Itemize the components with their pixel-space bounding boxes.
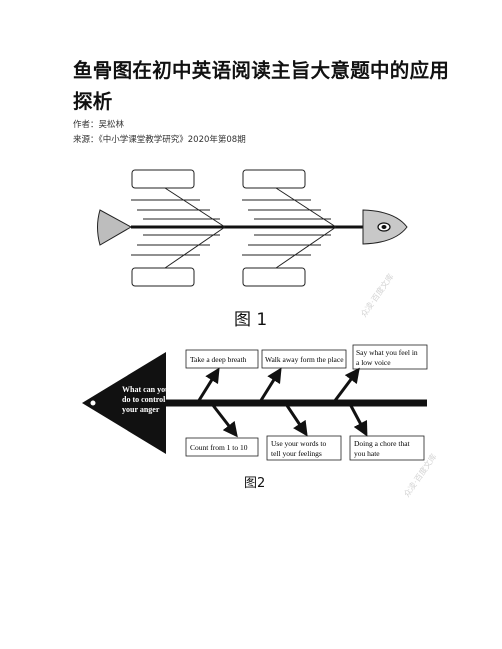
fish2-bottom-box-1-text: Count from 1 to 10 [190,443,248,452]
fish2-head-line-3: your anger [122,405,160,414]
fish2-head-line-1: What can you [122,385,170,394]
fish2-bottom-box-3-line-1: Doing a chore that [354,439,411,448]
figure-2-caption: 图2 [244,476,266,491]
figure-1-caption: 图 1 [234,310,268,330]
fish1-bottom-box-2 [242,267,306,287]
fish2-eye [90,400,96,406]
fish2-bone-bottom-3 [348,403,368,437]
fish2-top-box-3-line-2: a low voice [356,358,391,367]
fish2-bone-bottom-1 [210,403,238,438]
fishbone-diagram-1 [97,169,408,287]
fish2-head [82,352,166,454]
fish2-bottom-box-1 [185,437,259,457]
fish2-bottom-box-3-line-2: you hate [354,449,380,458]
fish1-bottom-box-1 [131,267,195,287]
fish2-bottom-box-2-line-1: Use your words to [271,439,326,448]
fish2-top-box-1-text: Take a deep breath [190,355,247,364]
fish2-bone-top-1 [196,367,220,403]
article-title: 鱼骨图在初中英语阅读主旨大意题中的应用探析 [73,59,450,113]
article-source: 来源：《中小学课堂教学研究》2020年第08期 [73,135,246,145]
fish2-head-line-2: do to control [122,395,166,404]
fish2-top-box-3-line-1: Say what you feel in [356,348,418,357]
fish2-top-box-1 [185,349,259,369]
fish2-top-box-2-text: Walk away form the place [265,355,344,364]
fish2-bottom-box-3 [349,435,425,461]
fish2-top-box-2 [261,349,347,369]
fish2-bone-top-2 [258,367,282,403]
fish1-top-box-2 [242,169,306,189]
fish2-top-box-3 [352,344,428,370]
fish-tail [97,209,133,246]
fishbone-diagram-2: What can you do to control your anger Ta… [82,344,428,461]
fish2-bone-bottom-2 [284,403,308,437]
fish1-top-box-1 [131,169,195,189]
article-author: 作者：吴松林 [73,120,125,130]
fish2-bone-top-3 [332,367,360,403]
fish2-bottom-box-2-line-2: tell your feelings [271,449,322,458]
